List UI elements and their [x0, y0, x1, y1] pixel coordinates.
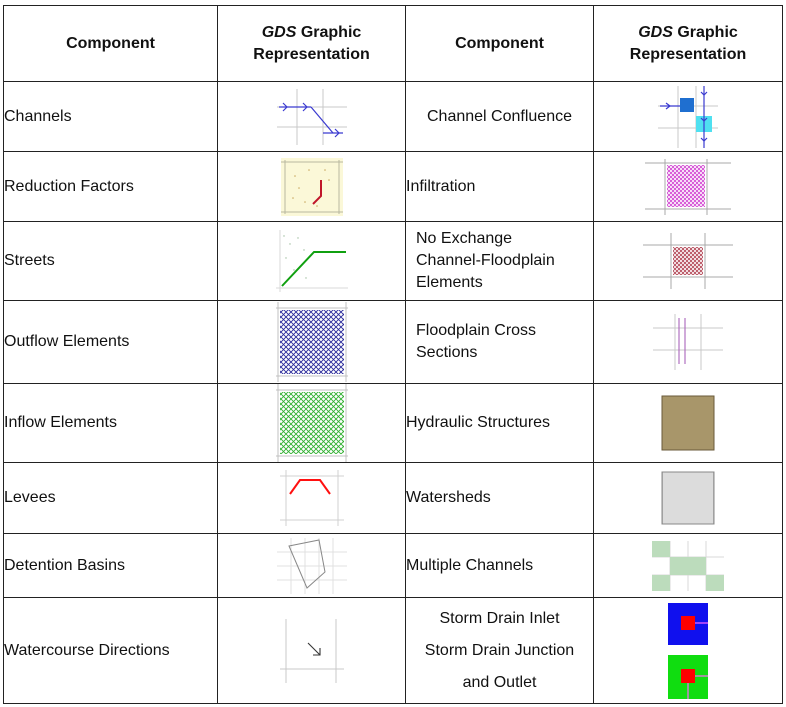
header-component-left: Component [3, 5, 218, 82]
watercourse-directions-icon [217, 597, 406, 704]
component-name: Infiltration [405, 151, 594, 222]
component-name: Detention Basins [3, 533, 218, 598]
header-gds-right: GDS Graphic Representation [593, 5, 783, 82]
channels-icon [217, 81, 406, 152]
multiple-channels-icon [593, 533, 783, 598]
no-exchange-icon [593, 221, 783, 301]
text-line: Floodplain Cross [416, 322, 537, 339]
floodplain-cross-sections-icon [593, 300, 783, 384]
component-name: Channel Confluence [405, 81, 594, 152]
channel-confluence-icon [593, 81, 783, 152]
table-row: Levees Watersheds [3, 462, 783, 534]
header-gds-left: GDS Graphic Representation [217, 5, 406, 82]
component-name: Outflow Elements [3, 300, 218, 384]
storm-drain-inlet-icon [668, 602, 708, 699]
component-name-multiline: Floodplain Cross Sections [405, 300, 594, 384]
inflow-elements-icon [217, 383, 406, 463]
table-header-row: Component GDS Graphic Representation Com… [3, 5, 783, 82]
header-gds-italic: GDS [261, 23, 297, 41]
header-representation-word: Representation [629, 45, 747, 63]
component-name: Watersheds [405, 462, 594, 534]
table-row: Reduction Factors Infiltration [3, 151, 783, 222]
text-line: No Exchange [416, 230, 513, 247]
levees-icon [217, 462, 406, 534]
table-row: Channels Channel Confluence [3, 81, 783, 152]
component-name: Inflow Elements [3, 383, 218, 463]
hydraulic-structures-icon [593, 383, 783, 463]
table-row: Inflow Elements Hydraulic Structures [3, 383, 783, 463]
storm-drain-icon [593, 597, 783, 704]
text-line: and Outlet [462, 673, 537, 691]
table-row: Detention Basins Multiple Channels [3, 533, 783, 598]
streets-icon [217, 221, 406, 301]
component-name: Reduction Factors [3, 151, 218, 222]
text-line: Channel-Floodplain [416, 252, 555, 269]
component-name: Levees [3, 462, 218, 534]
reduction-factors-icon [217, 151, 406, 222]
header-graphic-word: Graphic [672, 23, 738, 41]
component-table: Component GDS Graphic Representation Com… [3, 5, 783, 704]
header-graphic-word: Graphic [296, 23, 362, 41]
text-line: Storm Drain Junction [424, 641, 575, 659]
detention-basins-icon [217, 533, 406, 598]
text-line: Storm Drain Inlet [439, 609, 560, 627]
header-representation-word: Representation [253, 45, 370, 63]
component-name-multiline: Storm Drain Inlet Storm Drain Junction a… [405, 597, 594, 704]
table-row: Outflow Elements Floodplain Cross Sectio… [3, 300, 783, 384]
component-name: Streets [3, 221, 218, 301]
watersheds-icon [593, 462, 783, 534]
outflow-elements-icon [217, 300, 406, 384]
component-name-multiline: No Exchange Channel-Floodplain Elements [405, 221, 594, 301]
text-line: Sections [416, 344, 478, 361]
component-name: Hydraulic Structures [405, 383, 594, 463]
infiltration-icon [593, 151, 783, 222]
header-gds-italic: GDS [638, 23, 673, 41]
component-name: Watercourse Directions [3, 597, 218, 704]
table-row: Streets No Exchange Channel-Floodplain E… [3, 221, 783, 301]
header-component-right: Component [405, 5, 594, 82]
table-row: Watercourse Directions Storm Drain Inlet… [3, 597, 783, 704]
component-name: Multiple Channels [405, 533, 594, 598]
text-line: Elements [416, 274, 483, 291]
component-name: Channels [3, 81, 218, 152]
